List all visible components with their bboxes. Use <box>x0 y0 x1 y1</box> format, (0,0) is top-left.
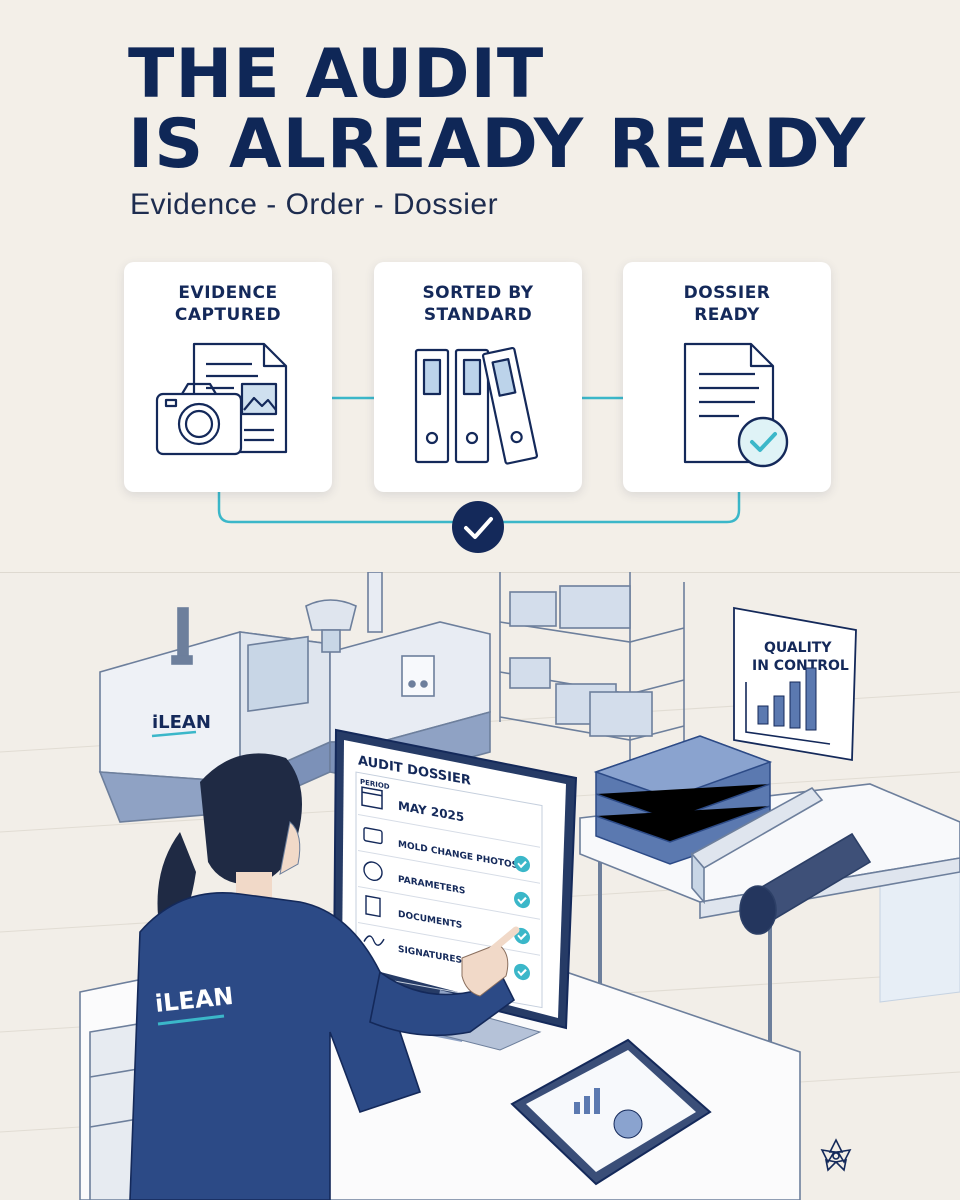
check-icon <box>514 891 530 909</box>
step-label: SORTED BY STANDARD <box>422 283 534 325</box>
hose-coil <box>739 832 872 935</box>
factory-scene: iLEAN QUALITY IN CONTROL <box>0 572 960 1200</box>
document-icon <box>365 895 381 918</box>
subtitle: Evidence - Order - Dossier <box>130 188 499 221</box>
poster-line-2: IN CONTROL <box>752 658 849 674</box>
tablet <box>510 1038 712 1186</box>
headline-line-2: IS ALREADY READY <box>128 105 866 184</box>
camera-document-icon <box>155 342 288 456</box>
check-circle-icon <box>452 501 504 553</box>
check-icon <box>514 855 530 873</box>
step-card-dossier: DOSSIER READY <box>623 262 831 492</box>
machine-brand: iLEAN <box>152 712 211 733</box>
flower-logo-icon <box>820 1138 852 1172</box>
tablet-chart-icon <box>574 1088 600 1114</box>
shelving-unit <box>499 572 685 762</box>
binders-icon <box>414 346 538 465</box>
aluminum-profile <box>690 786 824 905</box>
flow-connector <box>217 396 741 553</box>
quality-poster: QUALITY IN CONTROL <box>733 606 857 762</box>
step-card-sorted: SORTED BY STANDARD <box>374 262 582 492</box>
poster-line-1: QUALITY <box>764 640 832 656</box>
headline-line-1: THE AUDIT <box>128 35 545 114</box>
gauge-icon <box>363 861 383 881</box>
checked-document-icon <box>683 342 789 468</box>
signature-icon <box>363 935 385 946</box>
step-label: DOSSIER READY <box>683 283 771 325</box>
parts-tray-stack <box>593 735 773 865</box>
headline: THE AUDIT IS ALREADY READY <box>128 40 866 180</box>
calendar-icon <box>361 786 383 810</box>
bar-chart-icon <box>757 667 817 731</box>
step-label: EVIDENCE CAPTURED <box>174 283 282 325</box>
camera-icon <box>363 827 383 845</box>
worker <box>129 753 520 1200</box>
check-icon <box>514 963 530 981</box>
step-card-evidence: EVIDENCE CAPTURED <box>124 262 332 492</box>
